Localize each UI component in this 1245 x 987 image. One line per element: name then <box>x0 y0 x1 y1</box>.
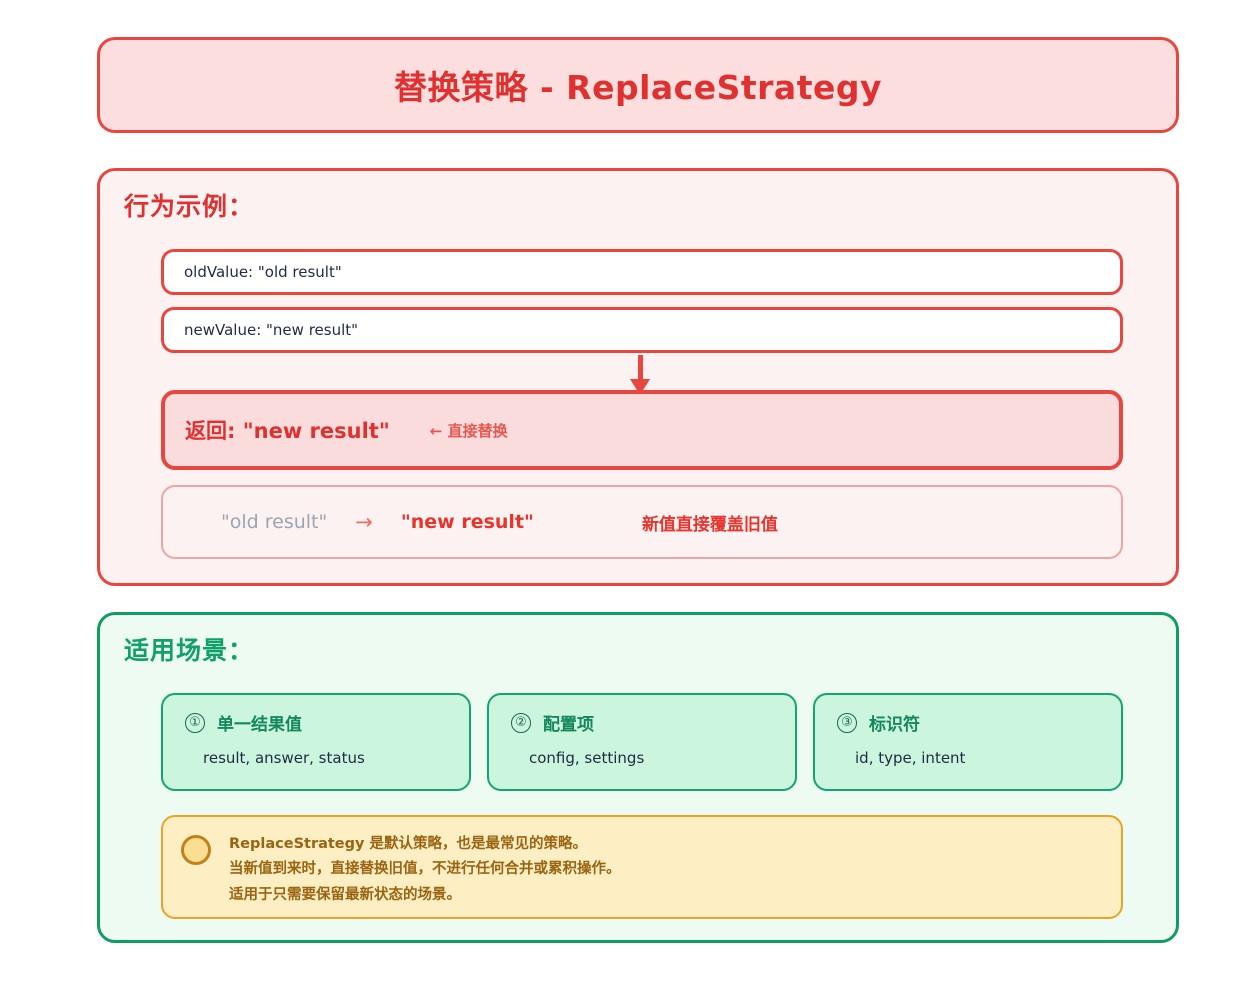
circle-bullet-icon <box>181 835 211 865</box>
return-result-note: ← 直接替换 <box>429 421 508 440</box>
behavior-section-heading: 行为示例： <box>124 192 255 221</box>
summary-note-line-1: ReplaceStrategy 是默认策略，也是最常见的策略。 <box>229 836 588 852</box>
scenario-card-3-title: 标识符 <box>869 715 920 735</box>
behavior-example-section: 行为示例： oldValue: "old result" newValue: "… <box>97 168 1179 586</box>
scenario-card-1: ① 单一结果值 result, answer, status <box>161 693 471 791</box>
summary-note-line-3: 适用于只需要保留最新状态的场景。 <box>229 886 461 903</box>
scenario-card-2-title: 配置项 <box>543 715 594 735</box>
return-result-box: 返回: "new result" ← 直接替换 <box>161 390 1123 470</box>
transform-box: "old result" → "new result" 新值直接覆盖旧值 <box>161 485 1123 559</box>
scenario-card-1-title: 单一结果值 <box>217 715 302 735</box>
transform-from-value: "old result" <box>221 511 328 533</box>
summary-note-lines: ReplaceStrategy 是默认策略，也是最常见的策略。 当新值到来时，直… <box>229 833 621 906</box>
scenario-card-1-head: ① 单一结果值 <box>185 710 469 735</box>
new-value-box: newValue: "new result" <box>161 307 1123 353</box>
diagram-title-banner: 替换策略 - ReplaceStrategy <box>97 37 1179 133</box>
circled-number-icon: ① <box>185 712 205 733</box>
scenario-card-1-examples: result, answer, status <box>203 749 365 767</box>
old-value-text: oldValue: "old result" <box>184 263 342 281</box>
scenario-card-row: ① 单一结果值 result, answer, status ② 配置项 con… <box>161 693 1123 791</box>
arrow-down-icon <box>638 355 643 389</box>
scenario-card-2-examples: config, settings <box>529 749 645 767</box>
summary-note-line-2: 当新值到来时，直接替换旧值，不进行任何合并或累积操作。 <box>229 861 621 878</box>
scenario-card-2: ② 配置项 config, settings <box>487 693 797 791</box>
transform-to-value: "new result" <box>400 511 534 533</box>
transform-note: 新值直接覆盖旧值 <box>641 514 778 535</box>
scenario-card-3: ③ 标识符 id, type, intent <box>813 693 1123 791</box>
scenario-card-3-examples: id, type, intent <box>855 749 966 767</box>
page-title: 替换策略 - ReplaceStrategy <box>394 68 882 107</box>
scenario-card-2-head: ② 配置项 <box>511 710 795 735</box>
scenario-section: 适用场景： ① 单一结果值 result, answer, status ② 配… <box>97 612 1179 943</box>
scenario-section-heading: 适用场景： <box>124 636 255 665</box>
new-value-text: newValue: "new result" <box>184 321 359 339</box>
return-result-label: 返回: "new result" <box>185 419 390 443</box>
circled-number-icon: ② <box>511 712 531 733</box>
transform-arrow-icon: → <box>355 510 373 534</box>
circled-number-icon: ③ <box>837 712 857 733</box>
old-value-box: oldValue: "old result" <box>161 249 1123 295</box>
summary-note-box: ReplaceStrategy 是默认策略，也是最常见的策略。 当新值到来时，直… <box>161 815 1123 919</box>
scenario-card-3-head: ③ 标识符 <box>837 710 1121 735</box>
